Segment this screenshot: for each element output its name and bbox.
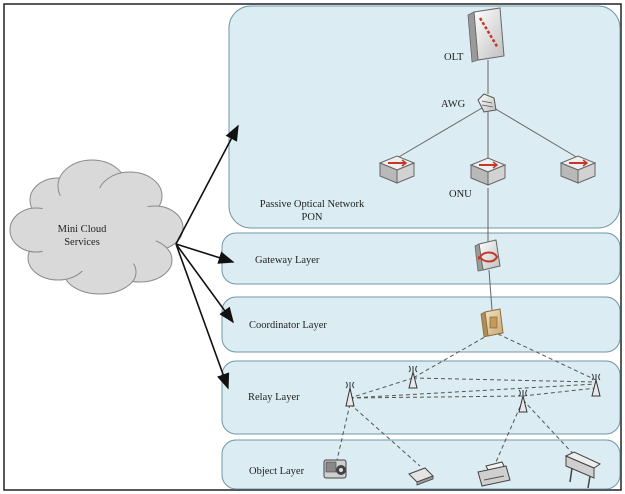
pon-label-line2: PON xyxy=(301,212,322,223)
object-layer-panel xyxy=(221,439,621,490)
relay-antenna-1 xyxy=(408,365,418,389)
awg-device-icon xyxy=(477,93,497,113)
camera-icon xyxy=(323,459,347,479)
cloud-icon xyxy=(9,159,184,295)
object-layer-label: Object Layer xyxy=(249,466,305,477)
coordinator-layer-panel xyxy=(221,296,621,353)
onu-router-center xyxy=(469,157,507,186)
mini-cloud-services: Mini Cloud Services xyxy=(9,159,184,295)
onu-router-icon xyxy=(559,155,597,184)
wireless-links xyxy=(336,333,597,467)
antenna-icon xyxy=(518,389,528,413)
arrow-to-pon xyxy=(175,124,239,245)
arrow-to-relay xyxy=(175,243,230,390)
pon-label-line1: Passive Optical Network xyxy=(260,199,365,210)
olt-label: OLT xyxy=(444,52,464,63)
onu-router-icon xyxy=(378,155,416,184)
onu-label: ONU xyxy=(449,189,472,200)
relay-layer-label: Relay Layer xyxy=(248,392,300,403)
coordinator-layer-label: Coordinator Layer xyxy=(249,320,327,331)
scanner-icon xyxy=(408,467,434,486)
onu-router-left xyxy=(378,155,416,184)
onu-router-right xyxy=(559,155,597,184)
pon-panel xyxy=(228,5,621,229)
fiber-links xyxy=(396,60,579,311)
printer-icon xyxy=(477,461,511,487)
figure-border xyxy=(3,3,622,491)
onu-router-icon xyxy=(469,157,507,186)
arrow-to-gateway xyxy=(175,243,235,264)
relay-antenna-3 xyxy=(518,389,528,413)
coordinator-icon xyxy=(480,308,504,338)
cloud-label-line2: Services xyxy=(64,237,100,248)
olt-device-icon xyxy=(467,7,505,63)
arrow-to-coordinator xyxy=(175,243,234,324)
cloud-label-line1: Mini Cloud xyxy=(58,224,107,235)
antenna-icon xyxy=(408,365,418,389)
relay-antenna-2 xyxy=(345,381,355,407)
plotter-icon xyxy=(564,451,602,489)
relay-antenna-4 xyxy=(591,373,601,397)
gateway-icon xyxy=(474,239,501,272)
antenna-icon xyxy=(345,381,355,407)
gateway-layer-label: Gateway Layer xyxy=(255,255,320,266)
cloud-arrows xyxy=(175,124,239,390)
antenna-icon xyxy=(591,373,601,397)
awg-label: AWG xyxy=(441,99,466,110)
